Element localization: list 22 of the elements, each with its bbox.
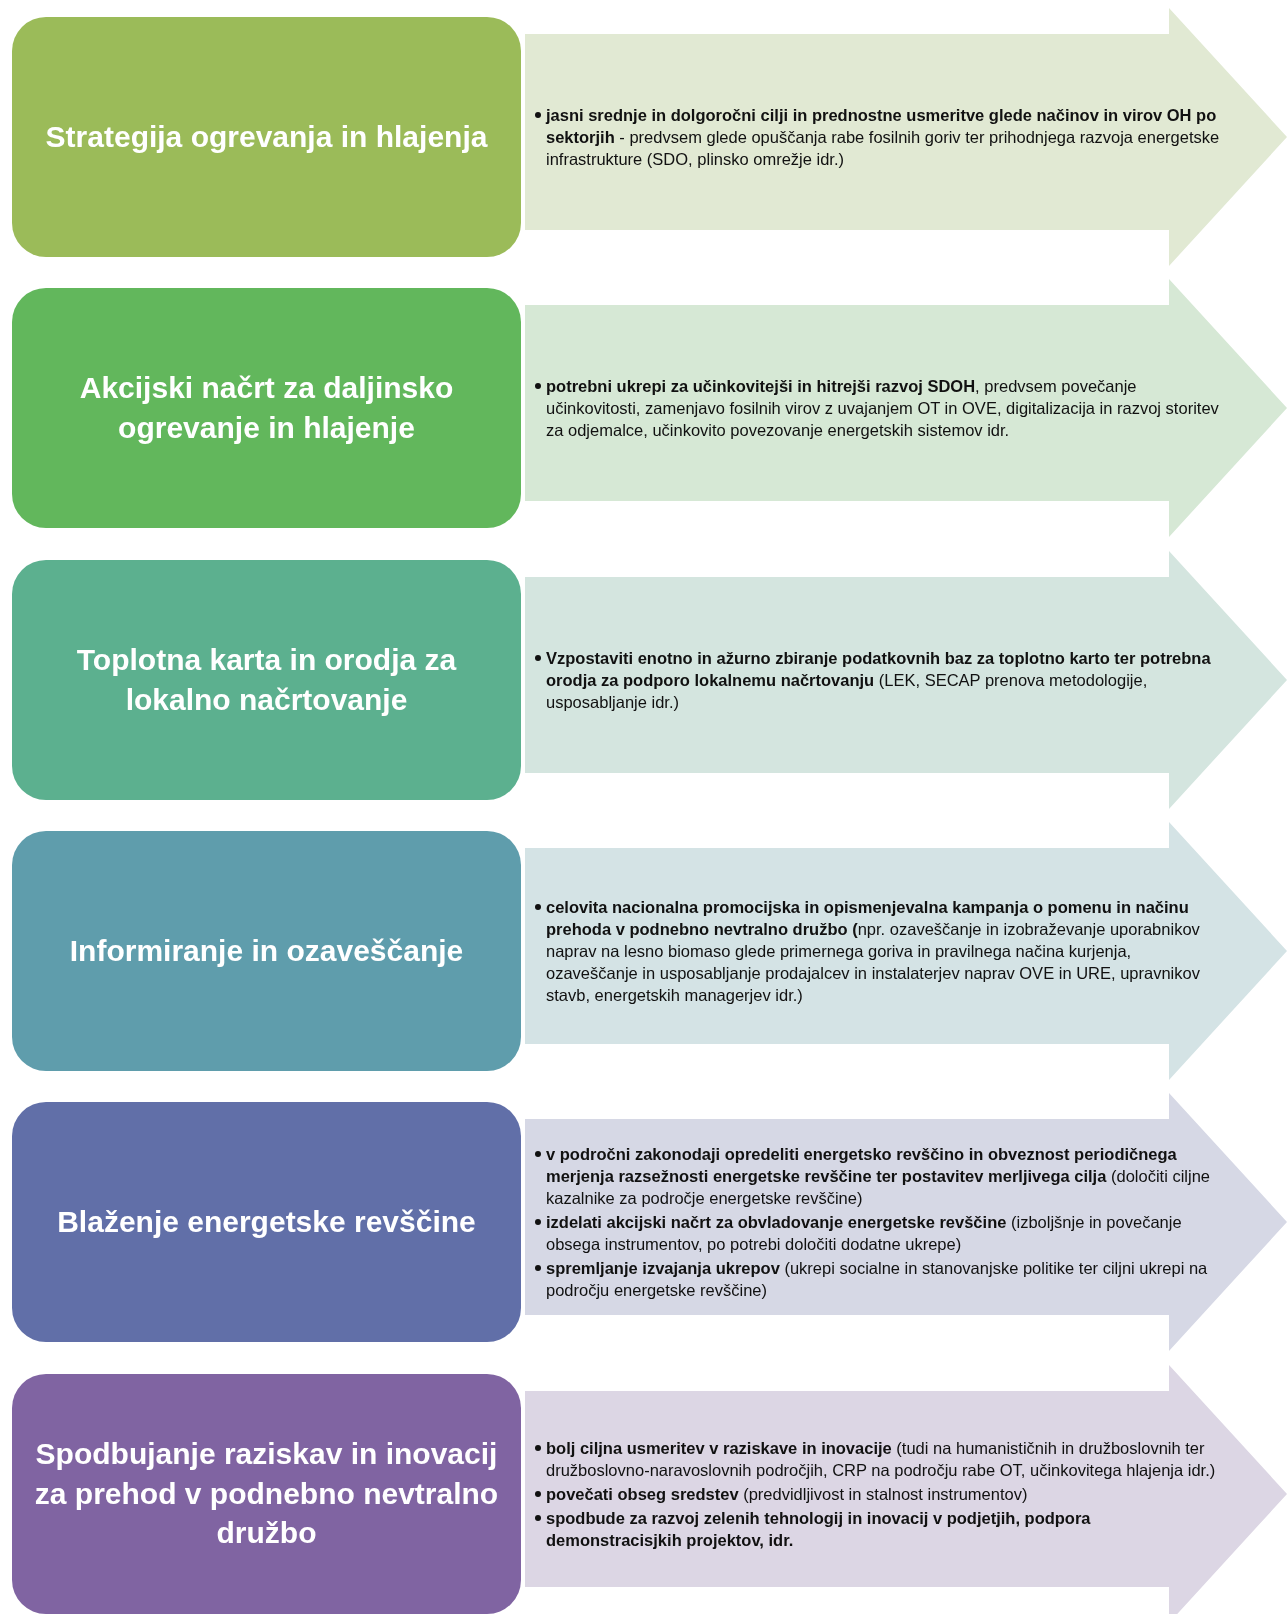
topic-title: Akcijski načrt za daljinsko ogrevanje in hlajenje — [78, 370, 455, 447]
bullet-text: povečati obseg sredstev (predvidljivost in stalnost instrumentov) — [546, 1483, 1028, 1505]
topic-card — [12, 1373, 521, 1614]
bullet-text: v področni zakonodaji opredeliti energetsko revščino in obveznost periodičnega merjenja razsežnosti energetske revščine ter postavitev merljivega cilja (določiti ciljne kazalnike za področje energetske revščine) — [546, 1144, 1211, 1210]
topic-card — [12, 288, 521, 529]
bullet-text: bolj ciljna usmeritev v raziskave in inovacije (tudi na humanističnih in družboslovnih ter družboslovno-naravoslovnih področjih, CRP na področju rabe OT, učinkovitega hlajenja idr.) — [546, 1437, 1217, 1481]
topic-card — [12, 17, 521, 257]
bullet-text: celovita nacionalna promocijska in opismenjevalna kampanja o pomenu in načinu prehoda v podnebno nevtralno družbo (npr. ozaveščanje in izobraževanje uporabnikov naprav na lesno biomaso glede primernega goriva in pravilnega načina kurjenja, ozaveščanje in usposabljanje prodajalcev in instalaterjev naprav OVE in URE, upravnikov stavb, energetskih managerjev idr.) — [546, 896, 1201, 1006]
bullet-text: jasni srednje in dolgoročni cilji in prednostne usmeritve glede načinov in virov OH po sektorjih - predvsem glede opuščanja rabe fosilnih goriv ter prihodnjega razvoja energetske infrastrukture (SDO, plinsko omrežje idr.) — [546, 105, 1221, 170]
topic-title: Informiranje in ozaveščanje — [69, 932, 464, 969]
topic-title: Toplotna karta in orodja za lokalno načrtovanje — [75, 641, 458, 718]
topic-card — [12, 1102, 521, 1343]
topic-card — [12, 559, 521, 800]
bullet-text: spodbude za razvoj zelenih tehnologij in inovacij v podjetjih, podpora demonstracisjkih projektov, idr. — [546, 1507, 1092, 1551]
bullet-text: izdelati akcijski načrt za obvladovanje energetske revščine (izboljšnje in povečanje obsega instrumentov, po potrebi določiti dodatne ukrepe) — [546, 1212, 1183, 1256]
topic-title: Spodbujanje raziskav in inovacij za prehod v podnebno nevtralno družbo — [33, 1435, 500, 1552]
topic-card — [12, 830, 521, 1071]
topic-title: Strategija ogrevanja in hlajenja — [45, 119, 488, 156]
topic-title: Blaženje energetske revščine — [57, 1204, 476, 1241]
bullet-text: Vzpostaviti enotno in ažurno zbiranje podatkovnih baz za toplotno karto ter potrebna orodja za podporo lokalnemu načrtovanju (LEK, SECAP prenova metodologije, usposabljanje idr.) — [546, 647, 1212, 713]
bullet-text: potrebni ukrepi za učinkovitejši in hitrejši razvoj SDOH, predvsem povečanje učinkovitosti, zamenjavo fosilnih virov z uvajanjem OT in OVE, digitalizacija in razvoj storitev za odjemalce, učinkovito povezovanje energetskih sistemov idr. — [546, 376, 1220, 442]
bullet-text: spremljanje izvajanja ukrepov (ukrepi socialne in stanovanjske politike ter ciljni ukrepi na področju energetske revščine) — [546, 1258, 1209, 1302]
